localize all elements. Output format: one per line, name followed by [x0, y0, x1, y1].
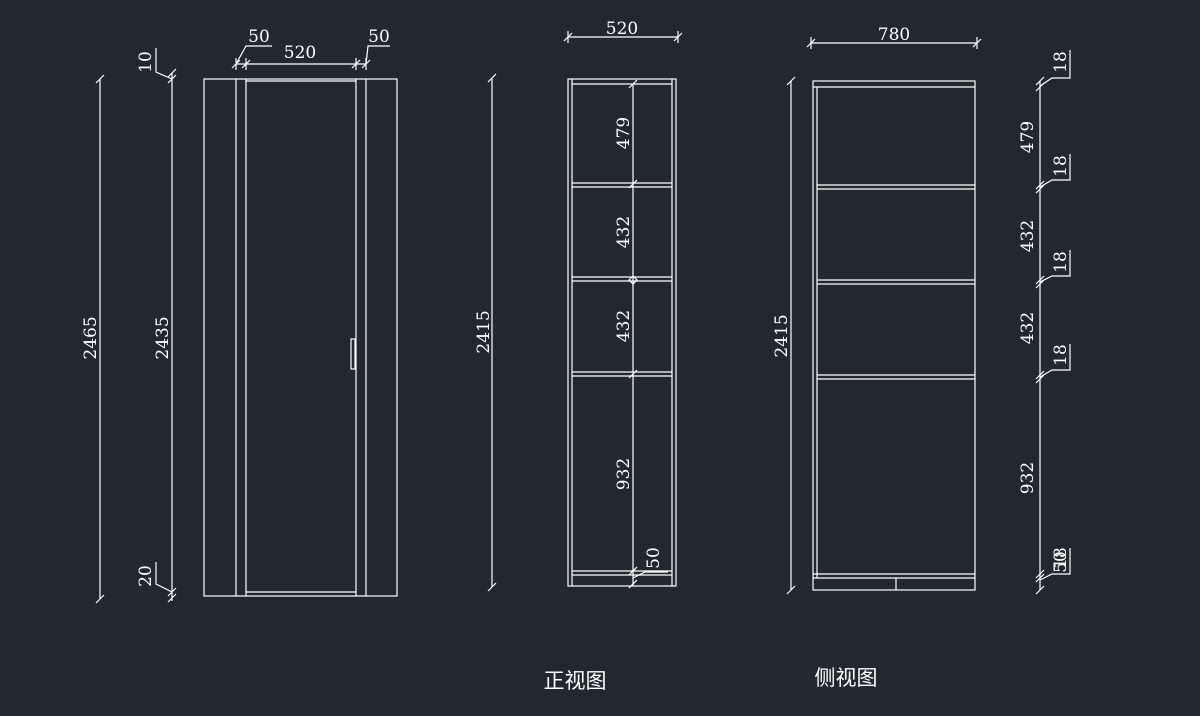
side-view [786, 37, 1071, 595]
front-chain-tick-4 [628, 566, 638, 576]
door-total-height-tick-top [95, 74, 105, 84]
door-width-tick-3 [351, 59, 361, 69]
side-cabinet-outline [812, 80, 976, 591]
door-height-tick-4 [167, 593, 177, 603]
side-total-height-tick-bottom [786, 585, 796, 595]
side-chain-tick-3 [1035, 180, 1045, 190]
side-chain-tick-9 [1035, 569, 1045, 579]
side-chain-tick-11 [1035, 585, 1045, 595]
side-total-height-label: 2415 [772, 314, 792, 357]
front-width-tick-right [673, 32, 683, 42]
front-chain-tick-3 [628, 369, 638, 379]
front-shelf-3-label: 432 [614, 310, 634, 342]
side-panel-top-label: 18 [1051, 51, 1071, 73]
front-total-height-tick-top [487, 73, 497, 83]
side-chain-tick-5 [1035, 275, 1045, 285]
side-depth-tick-left [806, 38, 816, 48]
door-leader-right-50 [365, 45, 390, 65]
side-depth-tick-right [972, 38, 982, 48]
side-plinth-a-label: 50 [1051, 551, 1071, 573]
side-panel-4-label: 18 [1051, 344, 1071, 366]
door-height-tick-1 [167, 68, 177, 78]
front-width-label: 520 [606, 19, 638, 39]
door-leader-top-10 [155, 48, 173, 80]
side-chain-tick-7 [1035, 370, 1045, 380]
side-shelf-4-label: 932 [1018, 462, 1038, 494]
side-chain-tick-1 [1035, 76, 1045, 86]
side-leader-18-3 [1039, 250, 1071, 283]
front-chain-tick-2 [628, 179, 638, 189]
door-view [95, 45, 398, 604]
side-chain-tick-8 [1035, 374, 1045, 384]
door-right-margin-label: 50 [368, 27, 390, 47]
side-depth-label: 780 [878, 25, 910, 45]
front-shelf-4-label: 932 [614, 458, 634, 490]
front-chain-tick-5 [628, 579, 638, 589]
door-leader-left-50 [235, 45, 272, 65]
door-handle [350, 338, 356, 370]
door-frame-outline [203, 78, 398, 597]
side-total-height-tick-top [786, 76, 796, 86]
side-shelf-1-label: 479 [1018, 121, 1038, 153]
front-chain-marker [628, 275, 638, 285]
drawing-lines [95, 31, 1071, 604]
front-width-tick-left [563, 32, 573, 42]
labels: 50 520 50 10 20 2465 2435 520 2415 479 4… [81, 19, 1071, 693]
door-width-tick-2 [241, 59, 251, 69]
door-leader-bottom-20 [155, 562, 173, 593]
front-chain-tick-1 [628, 79, 638, 89]
side-panel-3-label: 18 [1051, 251, 1071, 273]
front-total-height-label: 2415 [474, 310, 494, 353]
side-leader-18-1 [1039, 50, 1071, 87]
door-total-height-label: 2465 [81, 316, 101, 359]
side-leader-18-2 [1039, 154, 1071, 188]
side-chain-tick-10 [1035, 573, 1045, 583]
door-left-margin-label: 50 [248, 27, 270, 47]
front-total-height-tick-bottom [487, 582, 497, 592]
side-chain-tick-4 [1035, 184, 1045, 194]
side-shelf-3-label: 432 [1018, 312, 1038, 344]
front-view [487, 31, 683, 592]
front-plinth-label: 50 [644, 547, 664, 569]
side-leader-18-4 [1039, 344, 1071, 378]
door-bottom-gap-label: 20 [136, 565, 156, 587]
side-view-caption: 侧视图 [815, 666, 878, 690]
side-plinth-b-label: 18 [1051, 547, 1071, 569]
door-top-gap-label: 10 [136, 51, 156, 73]
front-cabinet-outline [567, 78, 677, 587]
front-shelf-2-label: 432 [614, 216, 634, 248]
door-width-label: 520 [284, 43, 316, 63]
front-view-caption: 正视图 [544, 669, 607, 693]
door-total-height-tick-bottom [95, 594, 105, 604]
side-shelf-2-label: 432 [1018, 220, 1038, 252]
front-shelf-1-label: 479 [614, 117, 634, 149]
front-leader-plinth [632, 571, 668, 579]
side-leader-plinth [1039, 548, 1071, 581]
door-height-label: 2435 [153, 316, 173, 359]
side-panel-2-label: 18 [1051, 155, 1071, 177]
